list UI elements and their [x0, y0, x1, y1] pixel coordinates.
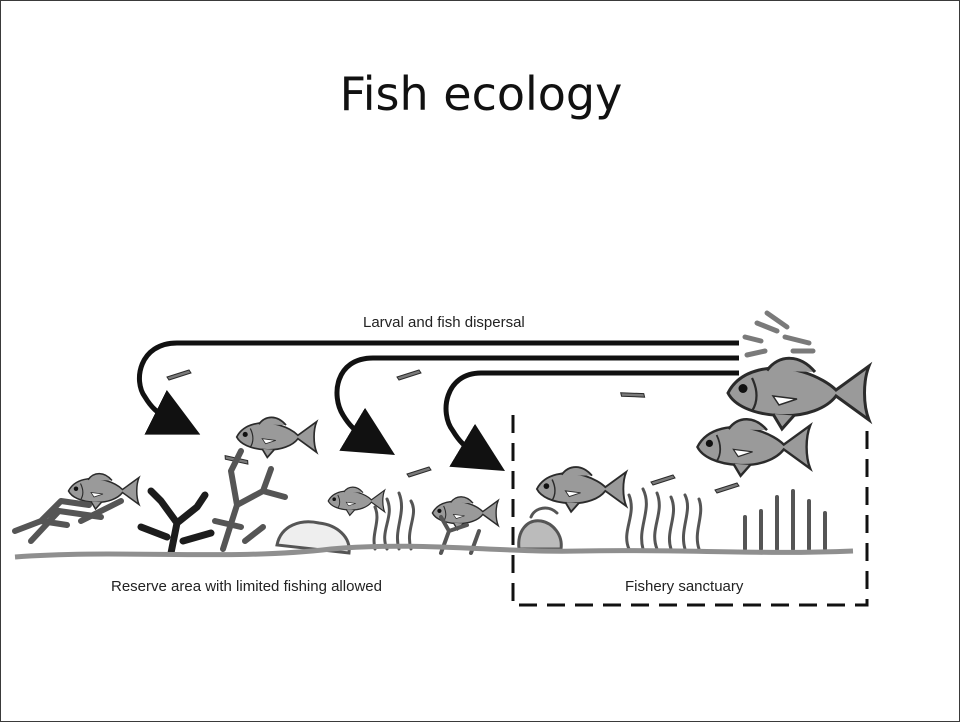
- larva-icon: [715, 483, 739, 493]
- larva-icon: [620, 386, 646, 404]
- coral-icon: [141, 491, 211, 553]
- coral-icon: [745, 491, 825, 549]
- reserve-label: Reserve area with limited fishing allowe…: [111, 578, 382, 595]
- arrow-icon: [446, 373, 739, 453]
- fish-group: [69, 358, 870, 529]
- seabed: [15, 546, 853, 557]
- fish-icon: [697, 419, 810, 476]
- spawning-burst: [745, 313, 813, 355]
- coral-icon: [215, 451, 285, 549]
- dispersal-label: Larval and fish dispersal: [363, 314, 525, 331]
- larva-icon: [651, 475, 675, 485]
- sponge-icon: [519, 508, 562, 549]
- dispersal-arrows: [139, 343, 739, 453]
- coral-icon: [15, 501, 121, 541]
- larva-icon: [397, 370, 421, 380]
- seaweed-icon: [627, 489, 701, 549]
- larva-icon: [407, 467, 431, 477]
- fish-icon: [237, 417, 317, 457]
- sanctuary-boundary: [513, 415, 867, 605]
- arrow-icon: [139, 343, 739, 419]
- sanctuary-label: Fishery sanctuary: [625, 578, 744, 595]
- larva-icon: [167, 370, 191, 380]
- arrow-icon: [337, 358, 739, 437]
- fish-icon: [537, 467, 626, 512]
